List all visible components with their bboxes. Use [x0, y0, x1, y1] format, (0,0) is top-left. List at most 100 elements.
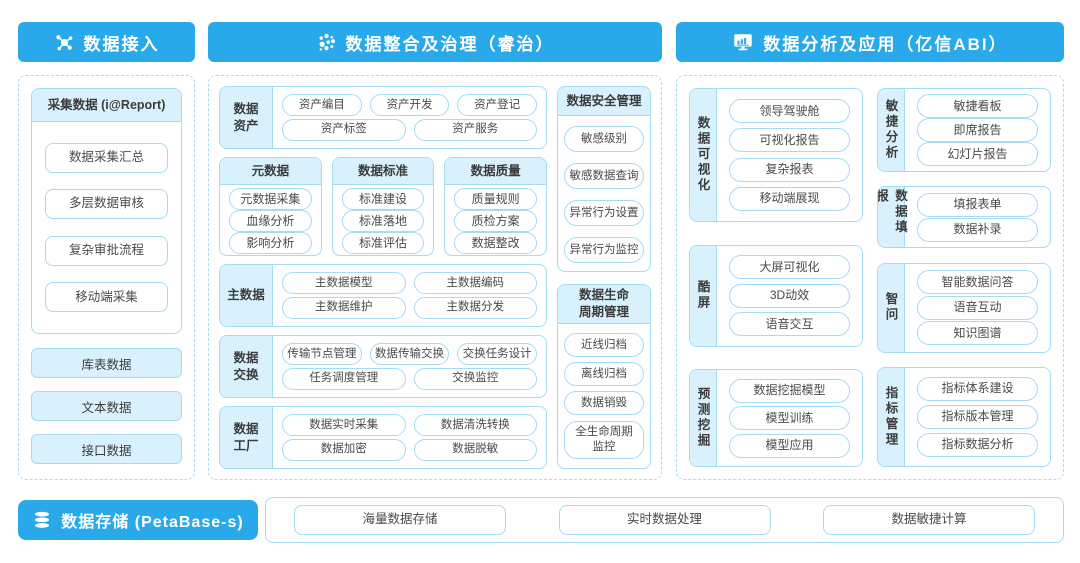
feature-pill: 质检方案: [454, 210, 538, 232]
feature-pill: 交换任务设计: [457, 343, 538, 366]
box-visualization: 数据可视化 领导驾驶舱 可视化报告 复杂报表 移动端展现: [689, 88, 863, 222]
feature-pill: 幻灯片报告: [917, 142, 1038, 166]
feature-pill: 全生命周期监控: [564, 420, 644, 459]
feature-pill: 指标数据分析: [917, 432, 1038, 457]
feature-pill: 质量规则: [454, 188, 538, 210]
group-label: 主数据: [220, 265, 273, 326]
group-data-exchange: 数据交换 传输节点管理 数据传输交换 交换任务设计 任务调度管理 交换监控: [219, 335, 547, 398]
feature-pill: 传输节点管理: [282, 343, 362, 366]
feature-pill: 指标版本管理: [917, 404, 1038, 429]
storage-header-bar: 数据存储 (PetaBase-s): [18, 500, 258, 540]
box-label: 酷屏: [690, 245, 717, 346]
analysis-column-2: 敏捷分析 敏捷看板 即席报告 幻灯片报告 数据填报 填报表单 数据补录 智问 智…: [877, 88, 1051, 467]
feature-pill: 海量数据存储: [294, 505, 506, 535]
feature-pill: 资产开发: [369, 94, 450, 117]
feature-pill: 主数据维护: [282, 296, 406, 319]
group-data-factory: 数据工厂 数据实时采集 数据清洗转换 数据加密 数据脱敏: [219, 406, 547, 469]
box-indicator-management: 指标管理 指标体系建设 指标版本管理 指标数据分析: [877, 366, 1051, 467]
box-title: 数据安全管理: [558, 87, 650, 116]
box-label: 预测挖掘: [690, 370, 717, 466]
feature-pill: 数据清洗转换: [413, 414, 537, 437]
group-label: 数据交换: [220, 336, 273, 397]
panel-data-governance: 数据资产 资产编目 资产开发 资产登记 资产标签 资产服务 元数据: [208, 75, 662, 480]
feature-pill: 标准建设: [341, 188, 425, 210]
feature-pill: 元数据采集: [229, 188, 312, 210]
feature-pill: 敏捷看板: [917, 94, 1038, 118]
feature-pill: 大屏可视化: [729, 255, 850, 279]
feature-pill: 指标体系建设: [917, 376, 1038, 401]
feature-pill: 数据整改: [454, 232, 538, 254]
feature-pill: 移动端展现: [729, 186, 850, 211]
feature-pill: 智能数据问答: [917, 270, 1038, 295]
header-data-governance: 数据整合及治理（睿治）: [208, 22, 662, 62]
feature-pill: 标准评估: [341, 232, 425, 254]
header-data-access: 数据接入: [18, 22, 195, 62]
monitor-chart-icon: [732, 31, 754, 53]
box-data-filling: 数据填报 填报表单 数据补录: [877, 186, 1051, 249]
governance-middle-row: 元数据 元数据采集 血缘分析 影响分析 数据标准 标准建设 标准落地 标准评估: [219, 157, 548, 256]
feature-pill: 资产服务: [413, 118, 537, 141]
feature-pill: 主数据模型: [282, 272, 406, 295]
box-title: 数据生命周期管理: [558, 284, 650, 324]
feature-pill: 敏感数据查询: [564, 163, 644, 189]
header-label: 数据分析及应用（亿信ABI）: [763, 34, 1008, 54]
panel-data-access: 采集数据 (i@Report) 数据采集汇总 多层数据审核 复杂审批流程 移动端…: [18, 75, 195, 480]
governance-side-column: 数据安全管理 敏感级别 敏感数据查询 异常行为设置 异常行为监控 数据生命周期管…: [557, 86, 651, 469]
feature-pill: 数据挖掘模型: [729, 378, 850, 403]
feature-pill: 数据脱敏: [413, 438, 537, 461]
box-data-standard: 数据标准 标准建设 标准落地 标准评估: [331, 157, 435, 256]
box-label: 指标管理: [878, 367, 905, 466]
panel-data-analysis: 数据可视化 领导驾驶舱 可视化报告 复杂报表 移动端展现 酷屏 大屏可视化 3D…: [676, 75, 1064, 480]
feature-pill: 资产登记: [457, 94, 538, 117]
network-nodes-icon: [54, 32, 75, 53]
box-coolscreen: 酷屏 大屏可视化 3D动效 语音交互: [689, 244, 863, 347]
box-agile-analysis: 敏捷分析 敏捷看板 即席报告 幻灯片报告: [877, 88, 1051, 172]
feature-pill: 3D动效: [729, 283, 850, 308]
box-data-quality: 数据质量 质量规则 质检方案 数据整改: [444, 157, 548, 256]
feature-pill: 数据传输交换: [369, 343, 450, 366]
feature-pill: 知识图谱: [917, 321, 1038, 346]
feature-pill: 异常行为设置: [564, 200, 644, 226]
storage-feature-panel: 海量数据存储 实时数据处理 数据敏捷计算: [265, 497, 1064, 543]
box-metadata: 元数据 元数据采集 血缘分析 影响分析: [219, 157, 322, 256]
feature-pill: 主数据编码: [413, 272, 537, 295]
feature-pill: 数据加密: [282, 438, 406, 461]
feature-pill: 主数据分发: [413, 296, 537, 319]
box-predictive-mining: 预测挖掘 数据挖掘模型 模型训练 模型应用: [689, 369, 863, 467]
feature-pill: 数据补录: [917, 217, 1038, 242]
feature-pill: 数据采集汇总: [45, 142, 168, 173]
box-title: 数据标准: [332, 158, 434, 185]
box-smart-qa: 智问 智能数据问答 语音互动 知识图谱: [877, 262, 1051, 353]
feature-pill: 模型训练: [729, 406, 850, 430]
feature-pill: 即席报告: [917, 118, 1038, 142]
storage-label: 数据存储 (PetaBase-s): [61, 514, 244, 531]
report-box-items: 数据采集汇总 多层数据审核 复杂审批流程 移动端采集: [32, 122, 181, 333]
group-label: 数据资产: [220, 87, 273, 148]
box-title: 数据质量: [445, 158, 547, 185]
feature-pill: 移动端采集: [45, 282, 168, 313]
feature-pill: 标准落地: [341, 210, 425, 232]
feature-pill: 影响分析: [229, 232, 312, 254]
feature-pill: 离线归档: [564, 362, 644, 387]
header-label: 数据整合及治理（睿治）: [345, 34, 555, 54]
feature-pill: 数据实时采集: [282, 414, 406, 437]
report-box-title: 采集数据 (i@Report): [32, 89, 181, 122]
data-source-item: 库表数据: [31, 348, 182, 378]
feature-pill: 异常行为监控: [564, 237, 644, 263]
feature-pill: 敏感级别: [564, 126, 644, 152]
analysis-column-1: 数据可视化 领导驾驶舱 可视化报告 复杂报表 移动端展现 酷屏 大屏可视化 3D…: [689, 88, 863, 467]
feature-pill: 多层数据审核: [45, 189, 168, 220]
feature-pill: 血缘分析: [229, 210, 312, 232]
feature-pill: 领导驾驶舱: [729, 99, 850, 124]
report-collect-box: 采集数据 (i@Report) 数据采集汇总 多层数据审核 复杂审批流程 移动端…: [31, 88, 182, 334]
data-source-list: 库表数据 文本数据 接口数据: [31, 348, 182, 464]
box-label: 智问: [878, 263, 905, 352]
box-data-lifecycle: 数据生命周期管理 近线归档 离线归档 数据销毁 全生命周期监控: [557, 283, 651, 469]
feature-pill: 语音交互: [729, 312, 850, 336]
group-data-asset: 数据资产 资产编目 资产开发 资产登记 资产标签 资产服务: [219, 86, 547, 149]
feature-pill: 近线归档: [564, 332, 644, 357]
data-source-item: 接口数据: [31, 434, 182, 464]
feature-pill: 资产编目: [282, 94, 362, 117]
feature-pill: 数据敏捷计算: [823, 505, 1035, 535]
feature-pill: 可视化报告: [729, 128, 850, 153]
